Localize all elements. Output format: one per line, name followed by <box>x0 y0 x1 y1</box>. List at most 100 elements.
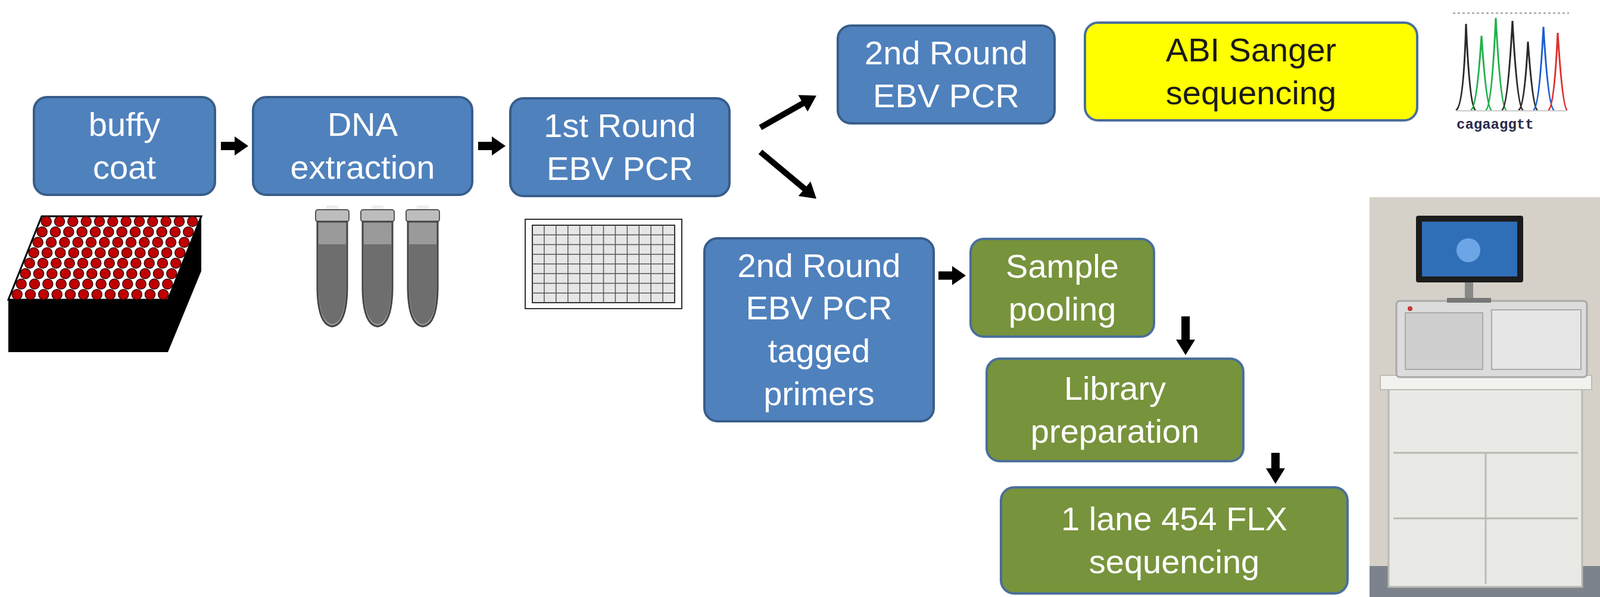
plate-well <box>38 257 49 268</box>
plate-well <box>69 278 80 289</box>
plate-well <box>47 268 58 279</box>
plate-well <box>76 226 87 237</box>
process-box: 2nd Round EBV PCR tagged primers <box>703 236 935 423</box>
plate-wells <box>11 216 198 300</box>
plate-well <box>64 257 75 268</box>
box-label: buffy coat <box>64 103 184 189</box>
plate-front <box>8 299 168 352</box>
monitor <box>1416 215 1524 283</box>
plate-well <box>118 289 129 300</box>
arrow-line <box>760 101 806 128</box>
plate-well <box>108 247 119 258</box>
plate-well <box>161 247 173 258</box>
grid-line <box>532 282 675 285</box>
box-label: 2nd Round EBV PCR tagged primers <box>730 244 909 416</box>
plate-well <box>135 278 146 289</box>
flow-arrow <box>938 266 966 286</box>
plate-well <box>174 216 185 227</box>
plate-well <box>166 236 177 248</box>
plate-well <box>148 247 159 258</box>
sequence-text: cagaaggtt <box>1456 116 1534 133</box>
plate-well <box>67 216 79 227</box>
process-box: DNA extraction <box>251 95 474 196</box>
flow-arrow <box>1176 316 1196 355</box>
plate-well <box>24 257 35 268</box>
arrow-head <box>952 266 966 286</box>
flow-arrow <box>478 136 506 156</box>
plate-well <box>147 216 158 227</box>
plate-well <box>109 278 120 289</box>
plate-well <box>68 247 79 258</box>
plate-well <box>131 257 142 268</box>
sequencer-body <box>1396 300 1587 377</box>
pcr-plate <box>525 219 682 309</box>
plate-well <box>72 236 83 248</box>
photo-wall <box>1369 197 1600 597</box>
plate-well <box>158 289 169 300</box>
plate-well <box>36 226 48 237</box>
plate-well <box>139 236 150 248</box>
plate-well <box>94 216 105 227</box>
plate-well <box>131 289 142 300</box>
plate-well <box>33 268 45 279</box>
cabinet <box>1388 387 1583 587</box>
plate-well <box>170 226 181 237</box>
grid-line <box>532 273 675 275</box>
plate-well <box>130 226 141 237</box>
plate-well <box>187 216 198 227</box>
box-label: 1st Round EBV PCR <box>524 104 716 190</box>
plate-well <box>55 278 67 289</box>
plate-well <box>73 268 84 279</box>
process-box: 1st Round EBV PCR <box>509 97 731 198</box>
process-box: 2nd Round EBV PCR <box>836 24 1056 125</box>
box-label: 2nd Round EBV PCR <box>850 31 1042 117</box>
plate-well <box>42 247 53 258</box>
process-box: 1 lane 454 FLX sequencing <box>999 485 1349 595</box>
box-label: DNA extraction <box>273 103 452 189</box>
plate-well <box>144 257 155 268</box>
plate-well <box>126 268 137 279</box>
plate-well <box>41 216 52 227</box>
box-label: Library preparation <box>1008 366 1223 452</box>
sample-plate <box>8 216 202 352</box>
plate-well <box>65 289 76 300</box>
plate-well <box>160 216 171 227</box>
plate-well <box>80 216 92 227</box>
plate-well <box>179 236 190 248</box>
sequencer-photo <box>1369 197 1600 597</box>
sequencing-box: ABI Sanger sequencing <box>1083 21 1419 122</box>
plate-well <box>126 236 137 248</box>
box-label: 1 lane 454 FLX sequencing <box>1031 497 1318 583</box>
plate-well <box>25 289 36 300</box>
plate-well <box>117 257 129 268</box>
plate-well <box>78 289 89 300</box>
plate-well <box>139 268 151 279</box>
plate-well <box>103 226 114 237</box>
plate-well <box>82 247 93 258</box>
tube <box>360 209 395 327</box>
plate-well <box>95 247 106 258</box>
plate-well <box>11 289 23 300</box>
arrow-line <box>1181 316 1190 343</box>
plate-well <box>153 268 164 279</box>
plate-well <box>99 236 110 248</box>
plate-well <box>32 236 43 248</box>
process-box: Library preparation <box>985 357 1245 463</box>
plate-well <box>82 278 93 289</box>
plate-well <box>122 278 133 289</box>
plate-well <box>107 216 118 227</box>
plate-well <box>46 236 57 248</box>
plate-well <box>20 268 31 279</box>
plate-well <box>170 257 182 268</box>
plate-well <box>134 216 145 227</box>
process-box: buffy coat <box>32 95 217 196</box>
plate-well <box>91 289 102 300</box>
plate-well <box>162 278 173 289</box>
plate-well <box>86 236 97 248</box>
grid-line <box>532 244 675 246</box>
box-label: ABI Sanger sequencing <box>1126 28 1377 114</box>
plate-well <box>120 216 132 227</box>
grid-line <box>532 263 675 265</box>
plate-well <box>63 226 74 237</box>
chromatogram-ground <box>1452 10 1570 141</box>
